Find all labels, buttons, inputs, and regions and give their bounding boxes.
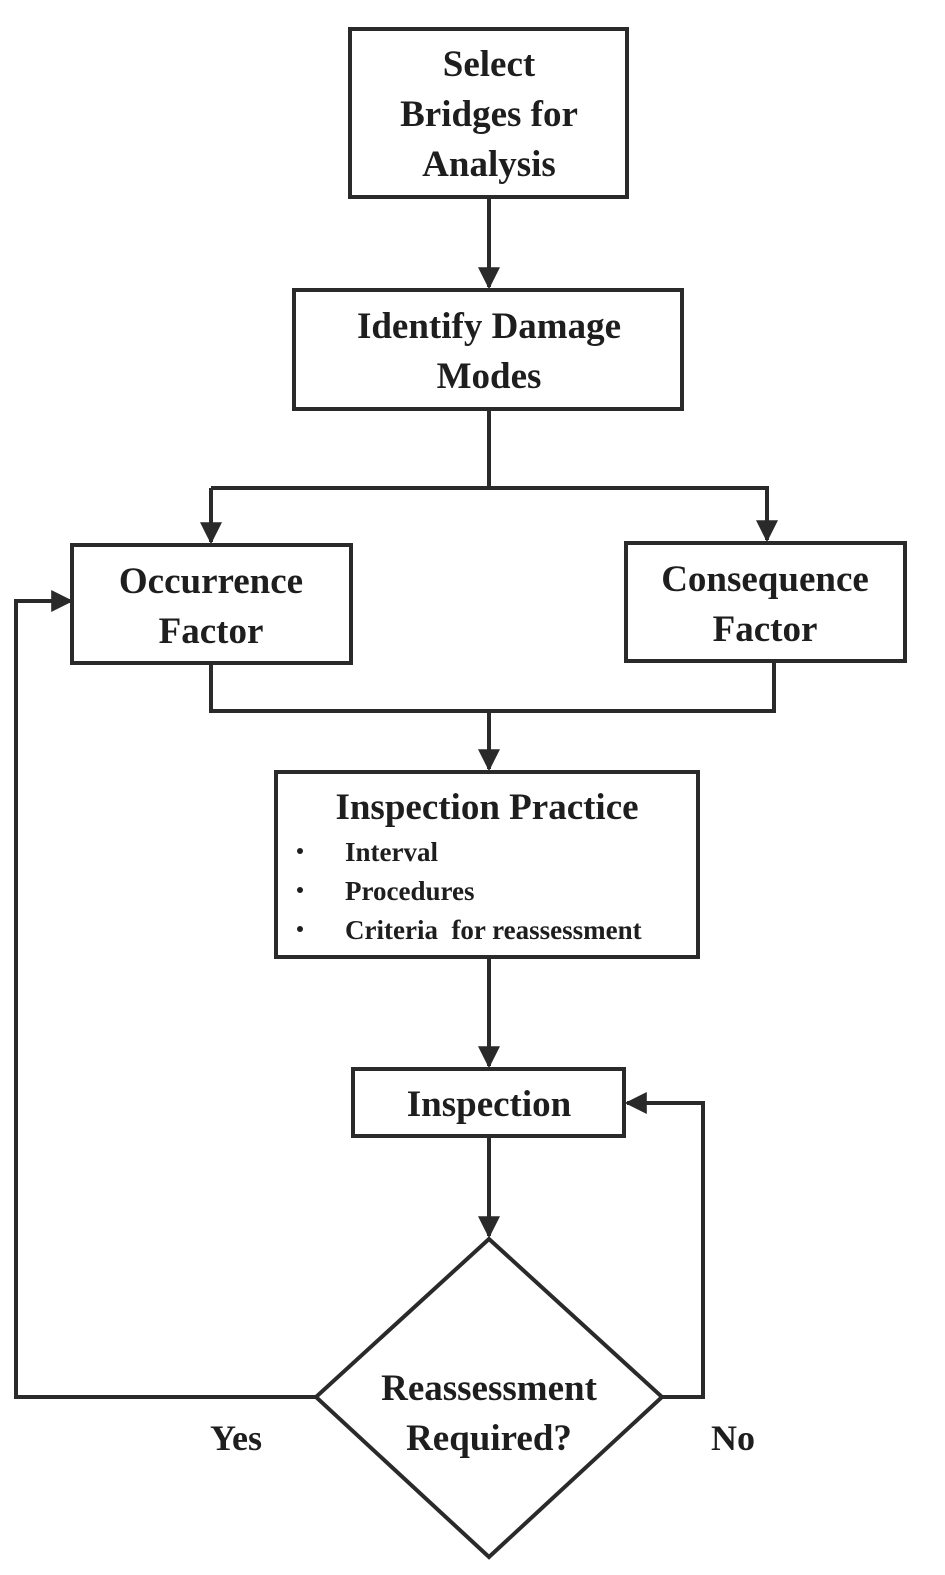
inspection-practice-title: Inspection Practice bbox=[335, 787, 638, 828]
node-occurrence-factor: Occurrence Factor bbox=[70, 543, 353, 665]
yes-label: Yes bbox=[210, 1418, 262, 1458]
node-decision-reassessment: Reassessment Required? bbox=[313, 1236, 665, 1560]
identify-damage-line-2: Modes bbox=[437, 356, 542, 397]
no-label: No bbox=[711, 1418, 755, 1458]
bullet-procedures: Procedures bbox=[345, 876, 474, 906]
node-consequence-factor: Consequence Factor bbox=[624, 541, 907, 663]
merge-connector bbox=[209, 663, 776, 713]
connectors bbox=[14, 197, 778, 1399]
occurrence-line-2: Factor bbox=[159, 611, 264, 652]
inspection-label: Inspection bbox=[407, 1084, 572, 1125]
node-identify-damage-modes: Identify Damage Modes bbox=[292, 288, 684, 411]
arrow-yes-loop bbox=[14, 590, 316, 1399]
bullet-icon bbox=[297, 926, 303, 932]
identify-damage-line-1: Identify Damage bbox=[357, 306, 621, 347]
decision-line-1: Reassessment bbox=[381, 1368, 597, 1409]
bullet-criteria: Criteria for reassessment bbox=[345, 915, 642, 945]
bullet-interval: Interval bbox=[345, 837, 438, 867]
arrow-to-consequence bbox=[489, 486, 778, 543]
select-bridges-line-2: Bridges for bbox=[400, 94, 578, 135]
node-inspection: Inspection bbox=[351, 1067, 626, 1138]
consequence-line-1: Consequence bbox=[661, 559, 869, 600]
arrow-no-loop bbox=[624, 1092, 705, 1399]
occurrence-line-1: Occurrence bbox=[119, 561, 303, 602]
select-bridges-line-1: Select bbox=[443, 44, 536, 85]
bullet-icon bbox=[297, 848, 303, 854]
decision-line-2: Required? bbox=[406, 1418, 572, 1459]
consequence-line-2: Factor bbox=[713, 609, 818, 650]
split-connector bbox=[211, 409, 491, 490]
node-select-bridges: Select Bridges for Analysis bbox=[348, 27, 629, 199]
select-bridges-line-3: Analysis bbox=[422, 144, 556, 185]
bullet-icon bbox=[297, 887, 303, 893]
node-inspection-practice: Inspection Practice Interval Procedures … bbox=[274, 770, 700, 959]
